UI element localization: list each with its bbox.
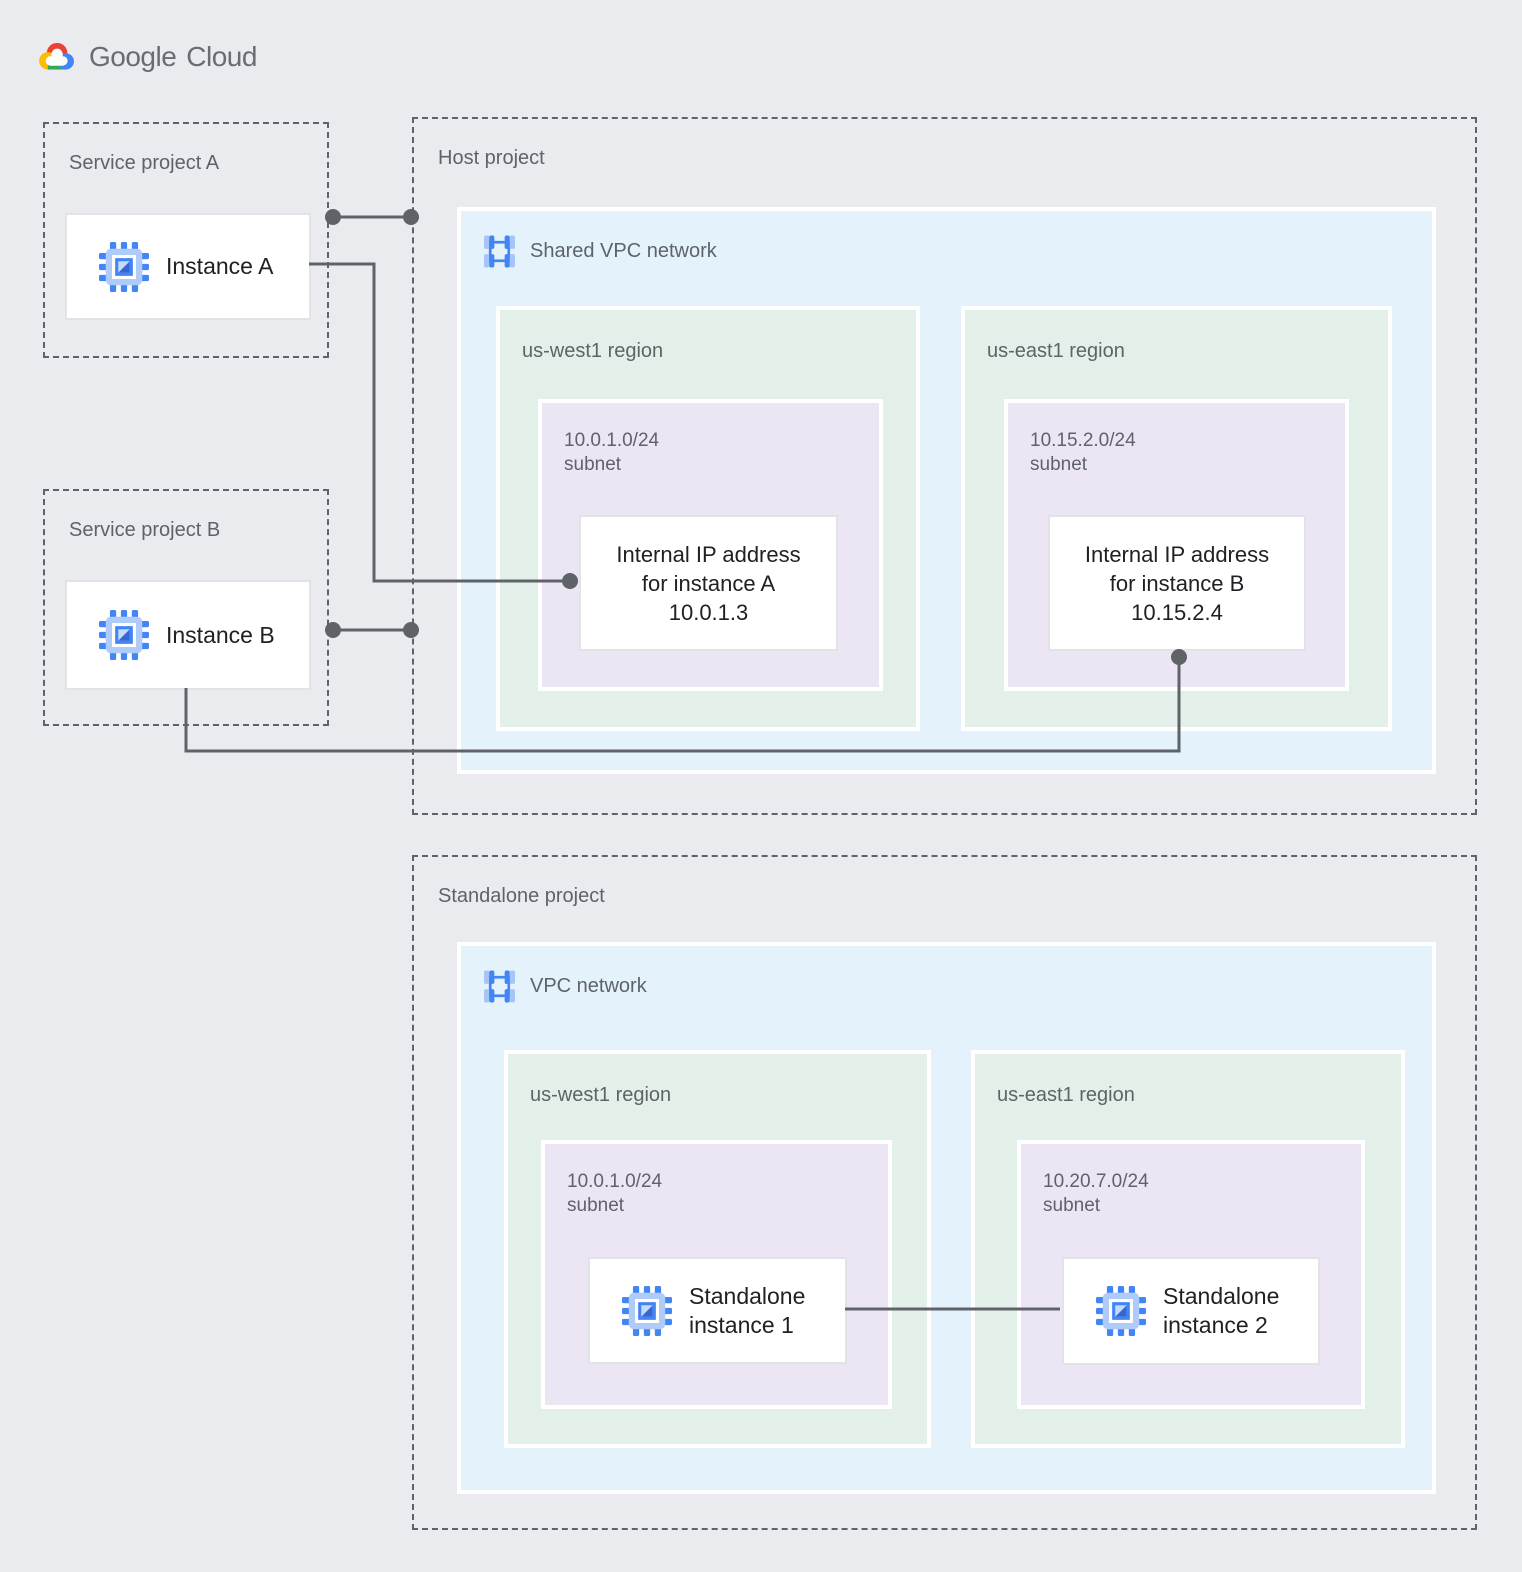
host-project-box: Host project Shared VPC network us-west1…	[412, 117, 1477, 815]
host-us-east1-region-box: us-east1 region 10.15.2.0/24 subnet Inte…	[961, 306, 1392, 731]
compute-engine-icon	[99, 241, 149, 292]
shared-vpc-network-icon	[483, 235, 516, 268]
compute-engine-icon	[622, 1285, 672, 1336]
host-west-subnet-label: 10.0.1.0/24 subnet	[564, 430, 660, 475]
google-cloud-logo: Google Cloud	[33, 38, 257, 75]
shared-vpc-network-box: Shared VPC network us-west1 region 10.0.…	[457, 207, 1436, 774]
host-west-subnet-box: 10.0.1.0/24 subnet Internal IP address f…	[538, 399, 883, 691]
host-us-west1-region-label: us-west1 region	[522, 340, 664, 362]
standalone-instance-2-label: Standalone instance 2	[1163, 1283, 1280, 1338]
standalone-east-subnet-label: 10.20.7.0/24 subnet	[1043, 1171, 1149, 1216]
standalone-west-subnet-label: 10.0.1.0/24 subnet	[567, 1171, 663, 1216]
service-project-b-box: Service project B Instance B	[43, 489, 329, 726]
host-east-subnet-label: 10.15.2.0/24 subnet	[1030, 430, 1136, 475]
standalone-us-east1-region-box: us-east1 region 10.20.7.0/24 subnet Stan…	[971, 1050, 1405, 1448]
service-project-a-label: Service project A	[69, 152, 220, 174]
host-us-east1-region-label: us-east1 region	[987, 340, 1125, 362]
host-us-west1-region-box: us-west1 region 10.0.1.0/24 subnet Inter…	[496, 306, 920, 731]
logo-text-cloud: Cloud	[186, 40, 257, 72]
standalone-us-east1-region-label: us-east1 region	[997, 1084, 1135, 1106]
standalone-project-box: Standalone project VPC network us-west1 …	[412, 855, 1477, 1530]
instance-a-label: Instance A	[166, 253, 274, 279]
standalone-east-subnet-box: 10.20.7.0/24 subnet Standalone instance …	[1017, 1140, 1365, 1409]
instance-a-card: Instance A	[65, 213, 311, 320]
compute-engine-icon	[99, 610, 149, 660]
logo-text-google: Google	[89, 40, 177, 72]
service-project-b-label: Service project B	[69, 519, 221, 541]
standalone-us-west1-region-box: us-west1 region 10.0.1.0/24 subnet Stand…	[504, 1050, 931, 1448]
internal-ip-instance-b-card: Internal IP address for instance B 10.15…	[1048, 515, 1306, 651]
vpc-network-icon	[483, 970, 516, 1003]
standalone-us-west1-region-label: us-west1 region	[530, 1084, 672, 1106]
standalone-instance-1-label: Standalone instance 1	[689, 1282, 806, 1338]
vpc-network-box: VPC network us-west1 region 10.0.1.0/24 …	[457, 942, 1436, 1494]
google-cloud-logo-icon	[39, 42, 74, 70]
host-east-subnet-box: 10.15.2.0/24 subnet Internal IP address …	[1004, 399, 1349, 691]
instance-b-label: Instance B	[166, 621, 275, 648]
standalone-instance-1-card: Standalone instance 1	[588, 1257, 847, 1364]
service-project-a-box: Service project A Instance A	[43, 122, 329, 358]
host-project-label: Host project	[438, 147, 545, 169]
shared-vpc-network-label: Shared VPC network	[530, 240, 717, 262]
standalone-west-subnet-box: 10.0.1.0/24 subnet Standalone instance 1	[541, 1140, 892, 1409]
standalone-instance-2-card: Standalone instance 2	[1062, 1257, 1320, 1365]
standalone-project-label: Standalone project	[438, 885, 605, 907]
vpc-network-label: VPC network	[530, 975, 647, 997]
instance-b-card: Instance B	[65, 580, 311, 690]
internal-ip-instance-a-card: Internal IP address for instance A 10.0.…	[579, 515, 838, 651]
compute-engine-icon	[1096, 1286, 1146, 1336]
